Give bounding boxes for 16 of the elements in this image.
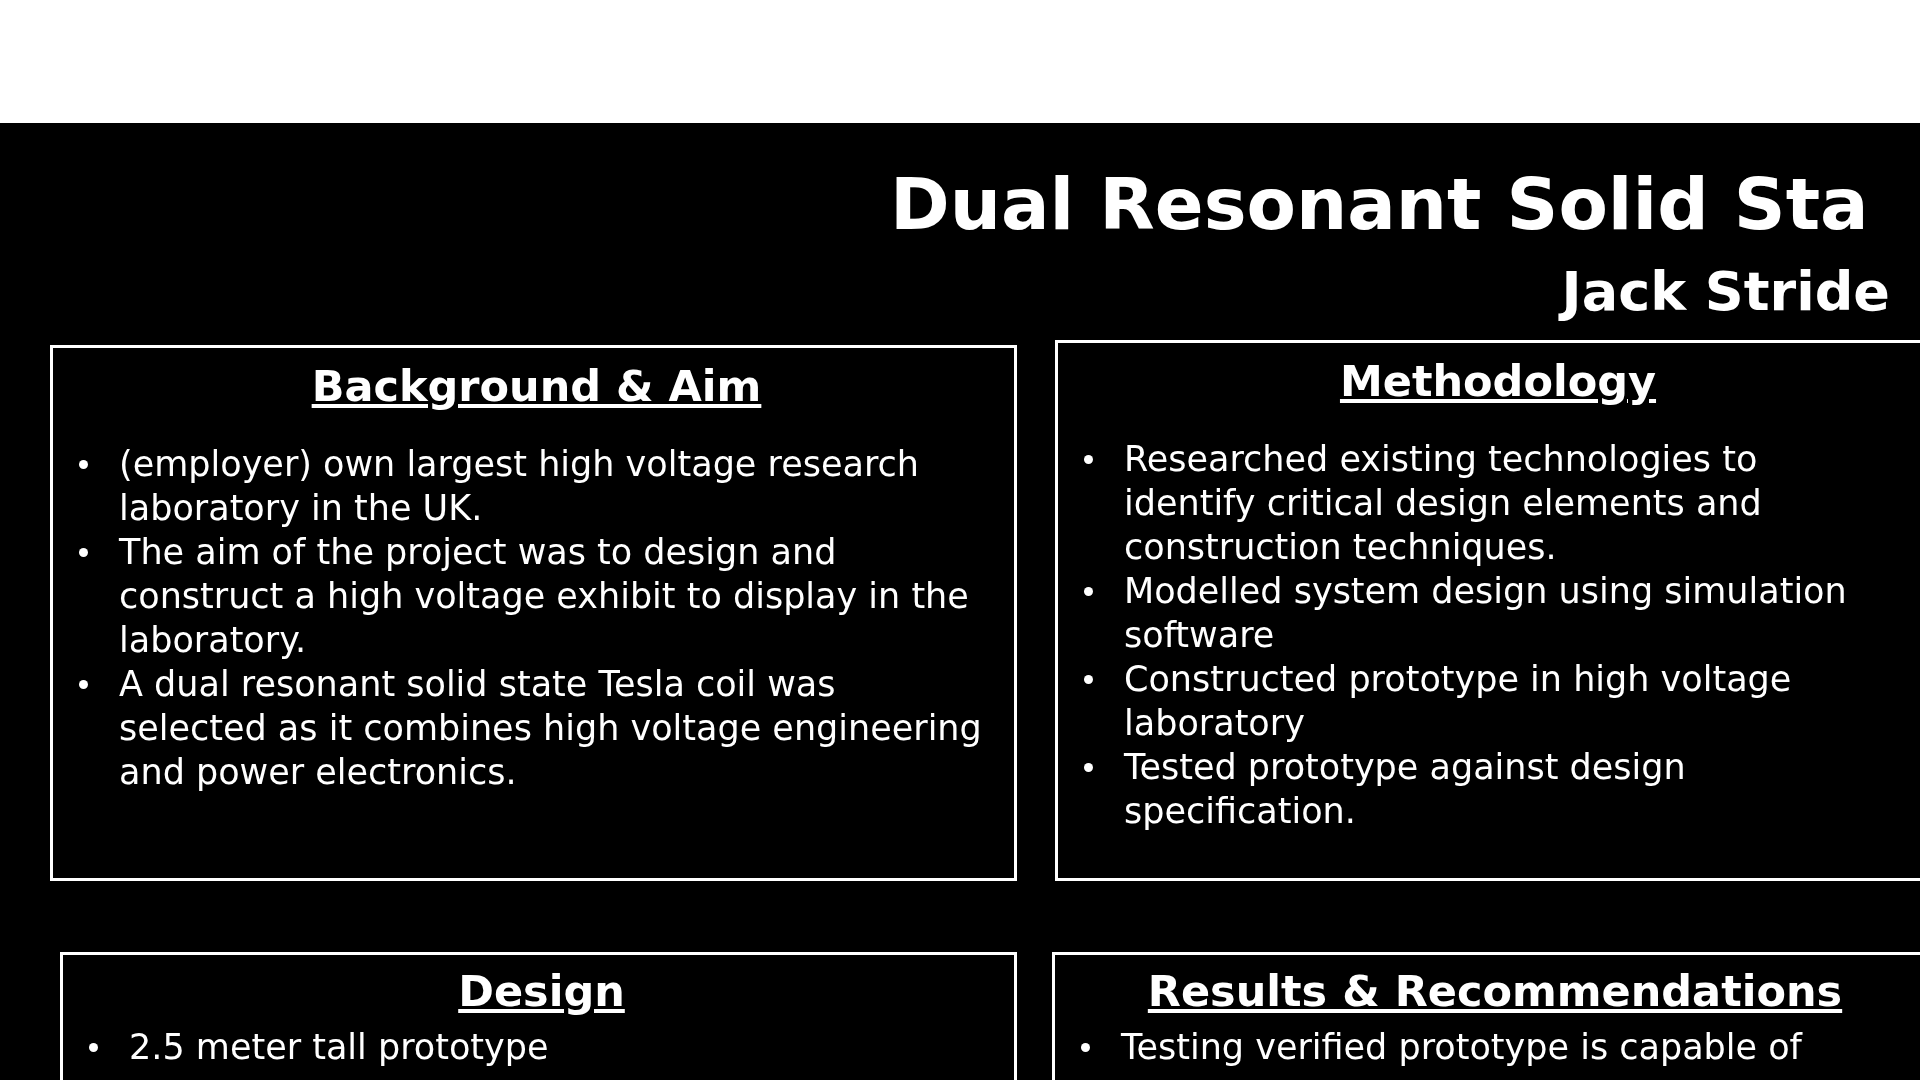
section-heading: Design [458, 966, 625, 1016]
section-heading: Background & Aim [311, 361, 762, 411]
section-panel [50, 345, 1017, 881]
bullet-text: Testing verified prototype is capable of [1121, 1025, 1802, 1069]
bullet-text: (employer) own largest high voltage research laboratory in the UK. [119, 442, 920, 530]
bullet-text: Researched existing technologies to identify critical design elements and construction techniques. [1124, 437, 1763, 569]
bullet-text: Modelled system design using simulation software [1124, 569, 1848, 657]
bullet-text: Tested prototype against design specification. [1124, 745, 1687, 833]
bullet-text: 2.5 meter tall prototype [129, 1025, 549, 1069]
section-heading: Results & Recommendations [1147, 966, 1843, 1016]
section-panel [1055, 340, 1920, 881]
poster-title: Dual Resonant Solid Sta [890, 168, 1869, 240]
bullet-text: The aim of the project was to design and construct a high voltage exhibit to display in the laboratory. [119, 530, 970, 662]
section-heading: Methodology [1339, 356, 1657, 406]
bullet-text: A dual resonant solid state Tesla coil was selected as it combines high voltage engineering and power electronics. [119, 662, 983, 794]
bullet-text: Constructed prototype in high voltage laboratory [1124, 657, 1793, 745]
